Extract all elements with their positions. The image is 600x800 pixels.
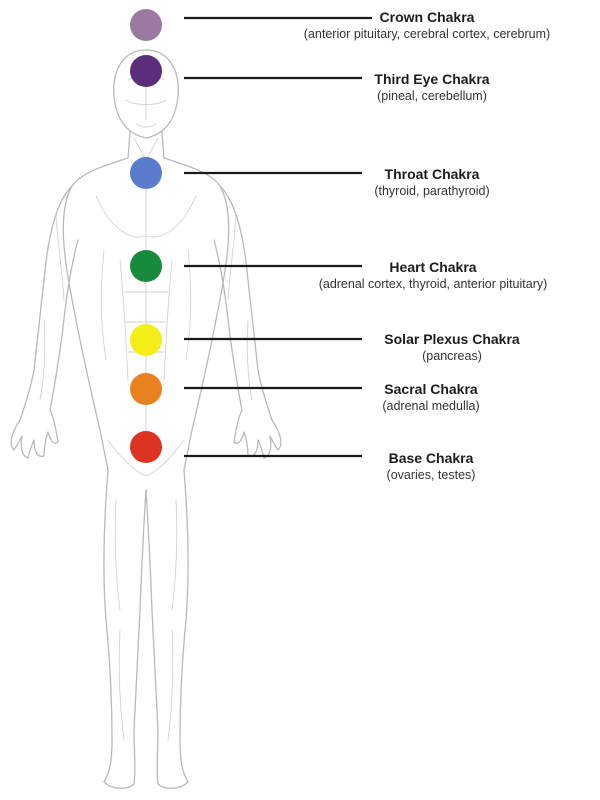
chakra-label-throat: Throat Chakra (thyroid, parathyroid)	[342, 166, 522, 199]
chakra-label-sacral: Sacral Chakra (adrenal medulla)	[340, 381, 522, 414]
chakra-label-heart: Heart Chakra (adrenal cortex, thyroid, a…	[272, 259, 594, 292]
chakra-circle-third-eye	[130, 55, 162, 87]
chakra-label-base: Base Chakra (ovaries, testes)	[340, 450, 522, 483]
chakra-circle-crown	[130, 9, 162, 41]
chakra-circle-solar-plexus	[130, 324, 162, 356]
chakra-name: Heart Chakra	[272, 259, 594, 276]
chakra-glands: (anterior pituitary, cerebral cortex, ce…	[262, 26, 592, 42]
chakra-circle-heart	[130, 250, 162, 282]
chakra-name: Throat Chakra	[342, 166, 522, 183]
chakra-glands: (ovaries, testes)	[340, 467, 522, 483]
chakra-circle-throat	[130, 157, 162, 189]
chakra-glands: (adrenal medulla)	[340, 398, 522, 414]
chakra-glands: (pineal, cerebellum)	[342, 88, 522, 104]
chakra-glands: (adrenal cortex, thyroid, anterior pitui…	[272, 276, 594, 292]
chakra-label-third-eye: Third Eye Chakra (pineal, cerebellum)	[342, 71, 522, 104]
chakra-name: Base Chakra	[340, 450, 522, 467]
chakra-glands: (pancreas)	[352, 348, 552, 364]
chakra-name: Solar Plexus Chakra	[352, 331, 552, 348]
chakra-name: Third Eye Chakra	[342, 71, 522, 88]
chakra-name: Crown Chakra	[262, 9, 592, 26]
chakra-glands: (thyroid, parathyroid)	[342, 183, 522, 199]
chakra-label-crown: Crown Chakra (anterior pituitary, cerebr…	[262, 9, 592, 42]
chakra-name: Sacral Chakra	[340, 381, 522, 398]
chakra-circle-sacral	[130, 373, 162, 405]
chakra-label-solar-plexus: Solar Plexus Chakra (pancreas)	[352, 331, 552, 364]
chakra-circle-base	[130, 431, 162, 463]
